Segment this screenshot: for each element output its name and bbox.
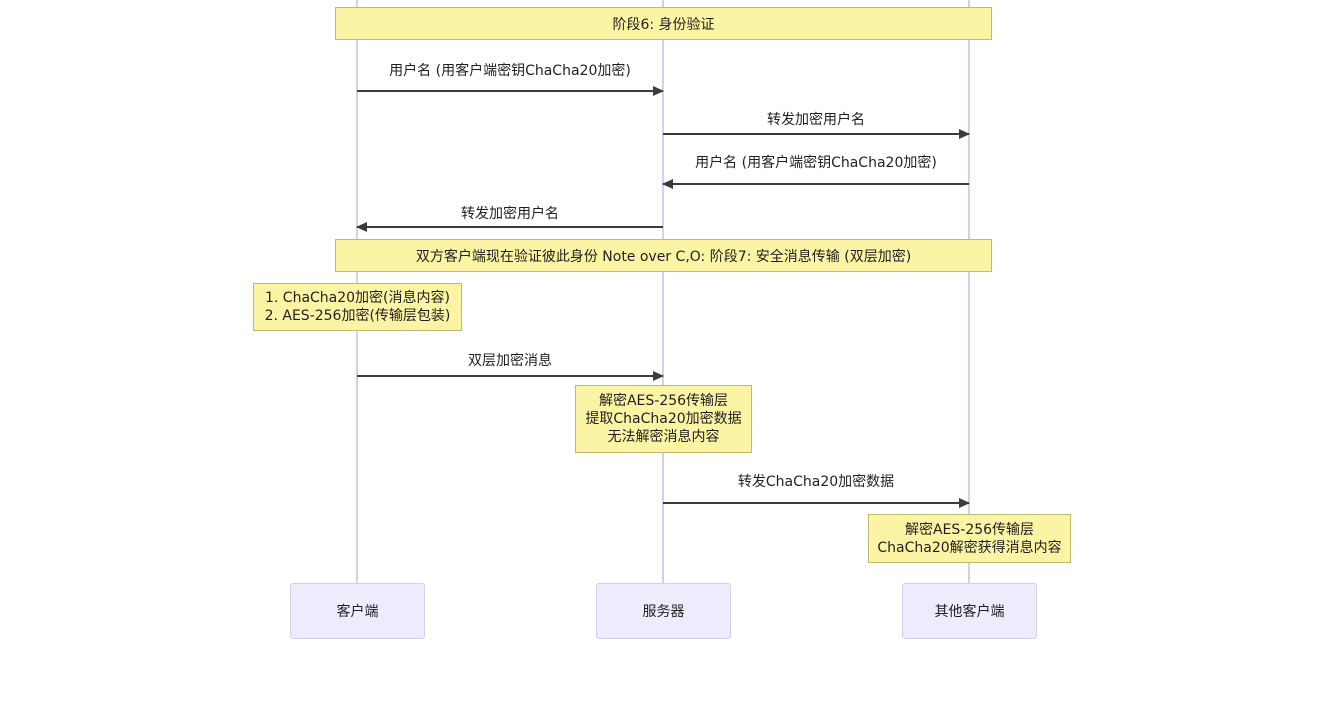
note-line: 解密AES-256传输层 xyxy=(904,521,1035,538)
message-arrow-5 xyxy=(357,370,664,381)
phase-banner-6-label: 阶段6: 身份验证 xyxy=(612,16,715,33)
note-encryption-steps: 1. ChaCha20加密(消息内容) 2. AES-256加密(传输层包装) xyxy=(253,283,462,331)
message-arrow-3 xyxy=(662,178,969,189)
arrowhead-right-icon xyxy=(653,85,664,96)
message-label-1: 用户名 (用客户端密钥ChaCha20加密) xyxy=(389,63,631,79)
actor-client-label: 客户端 xyxy=(336,604,379,620)
arrowhead-right-icon xyxy=(959,497,970,508)
arrowhead-right-icon xyxy=(653,370,664,381)
actor-server: 服务器 xyxy=(596,583,731,639)
message-arrow-6 xyxy=(663,497,970,508)
message-label-2: 转发加密用户名 xyxy=(767,112,865,128)
arrowhead-left-icon xyxy=(356,221,367,232)
note-line: 2. AES-256加密(传输层包装) xyxy=(264,308,451,324)
note-server-decrypt: 解密AES-256传输层 提取ChaCha20加密数据 无法解密消息内容 xyxy=(575,385,752,453)
phase-banner-7: 双方客户端现在验证彼此身份 Note over C,O: 阶段7: 安全消息传输… xyxy=(335,239,992,272)
lifeline-other-client xyxy=(968,0,970,583)
note-line: 1. ChaCha20加密(消息内容) xyxy=(264,290,450,306)
note-other-client-decrypt: 解密AES-256传输层 ChaCha20解密获得消息内容 xyxy=(868,514,1071,563)
note-line: 无法解密消息内容 xyxy=(607,429,720,445)
phase-banner-7-label: 双方客户端现在验证彼此身份 Note over C,O: 阶段7: 安全消息传输… xyxy=(415,248,912,265)
message-label-4: 转发加密用户名 xyxy=(461,206,559,222)
message-label-6: 转发ChaCha20加密数据 xyxy=(737,474,895,490)
note-line: 解密AES-256传输层 xyxy=(598,393,729,409)
message-label-3: 用户名 (用客户端密钥ChaCha20加密) xyxy=(695,155,937,171)
note-line: ChaCha20解密获得消息内容 xyxy=(877,539,1062,556)
message-arrow-4 xyxy=(356,221,663,232)
message-label-5: 双层加密消息 xyxy=(468,353,552,369)
actor-other-client: 其他客户端 xyxy=(902,583,1037,639)
arrowhead-right-icon xyxy=(959,128,970,139)
actor-client: 客户端 xyxy=(290,583,425,639)
message-arrow-1 xyxy=(357,85,664,96)
note-line: 提取ChaCha20加密数据 xyxy=(585,411,742,427)
lifeline-server xyxy=(662,0,664,583)
actor-other-client-label: 其他客户端 xyxy=(934,604,1005,620)
message-arrow-2 xyxy=(663,128,970,139)
arrowhead-left-icon xyxy=(662,178,673,189)
actor-server-label: 服务器 xyxy=(642,604,685,620)
phase-banner-6: 阶段6: 身份验证 xyxy=(335,7,992,40)
